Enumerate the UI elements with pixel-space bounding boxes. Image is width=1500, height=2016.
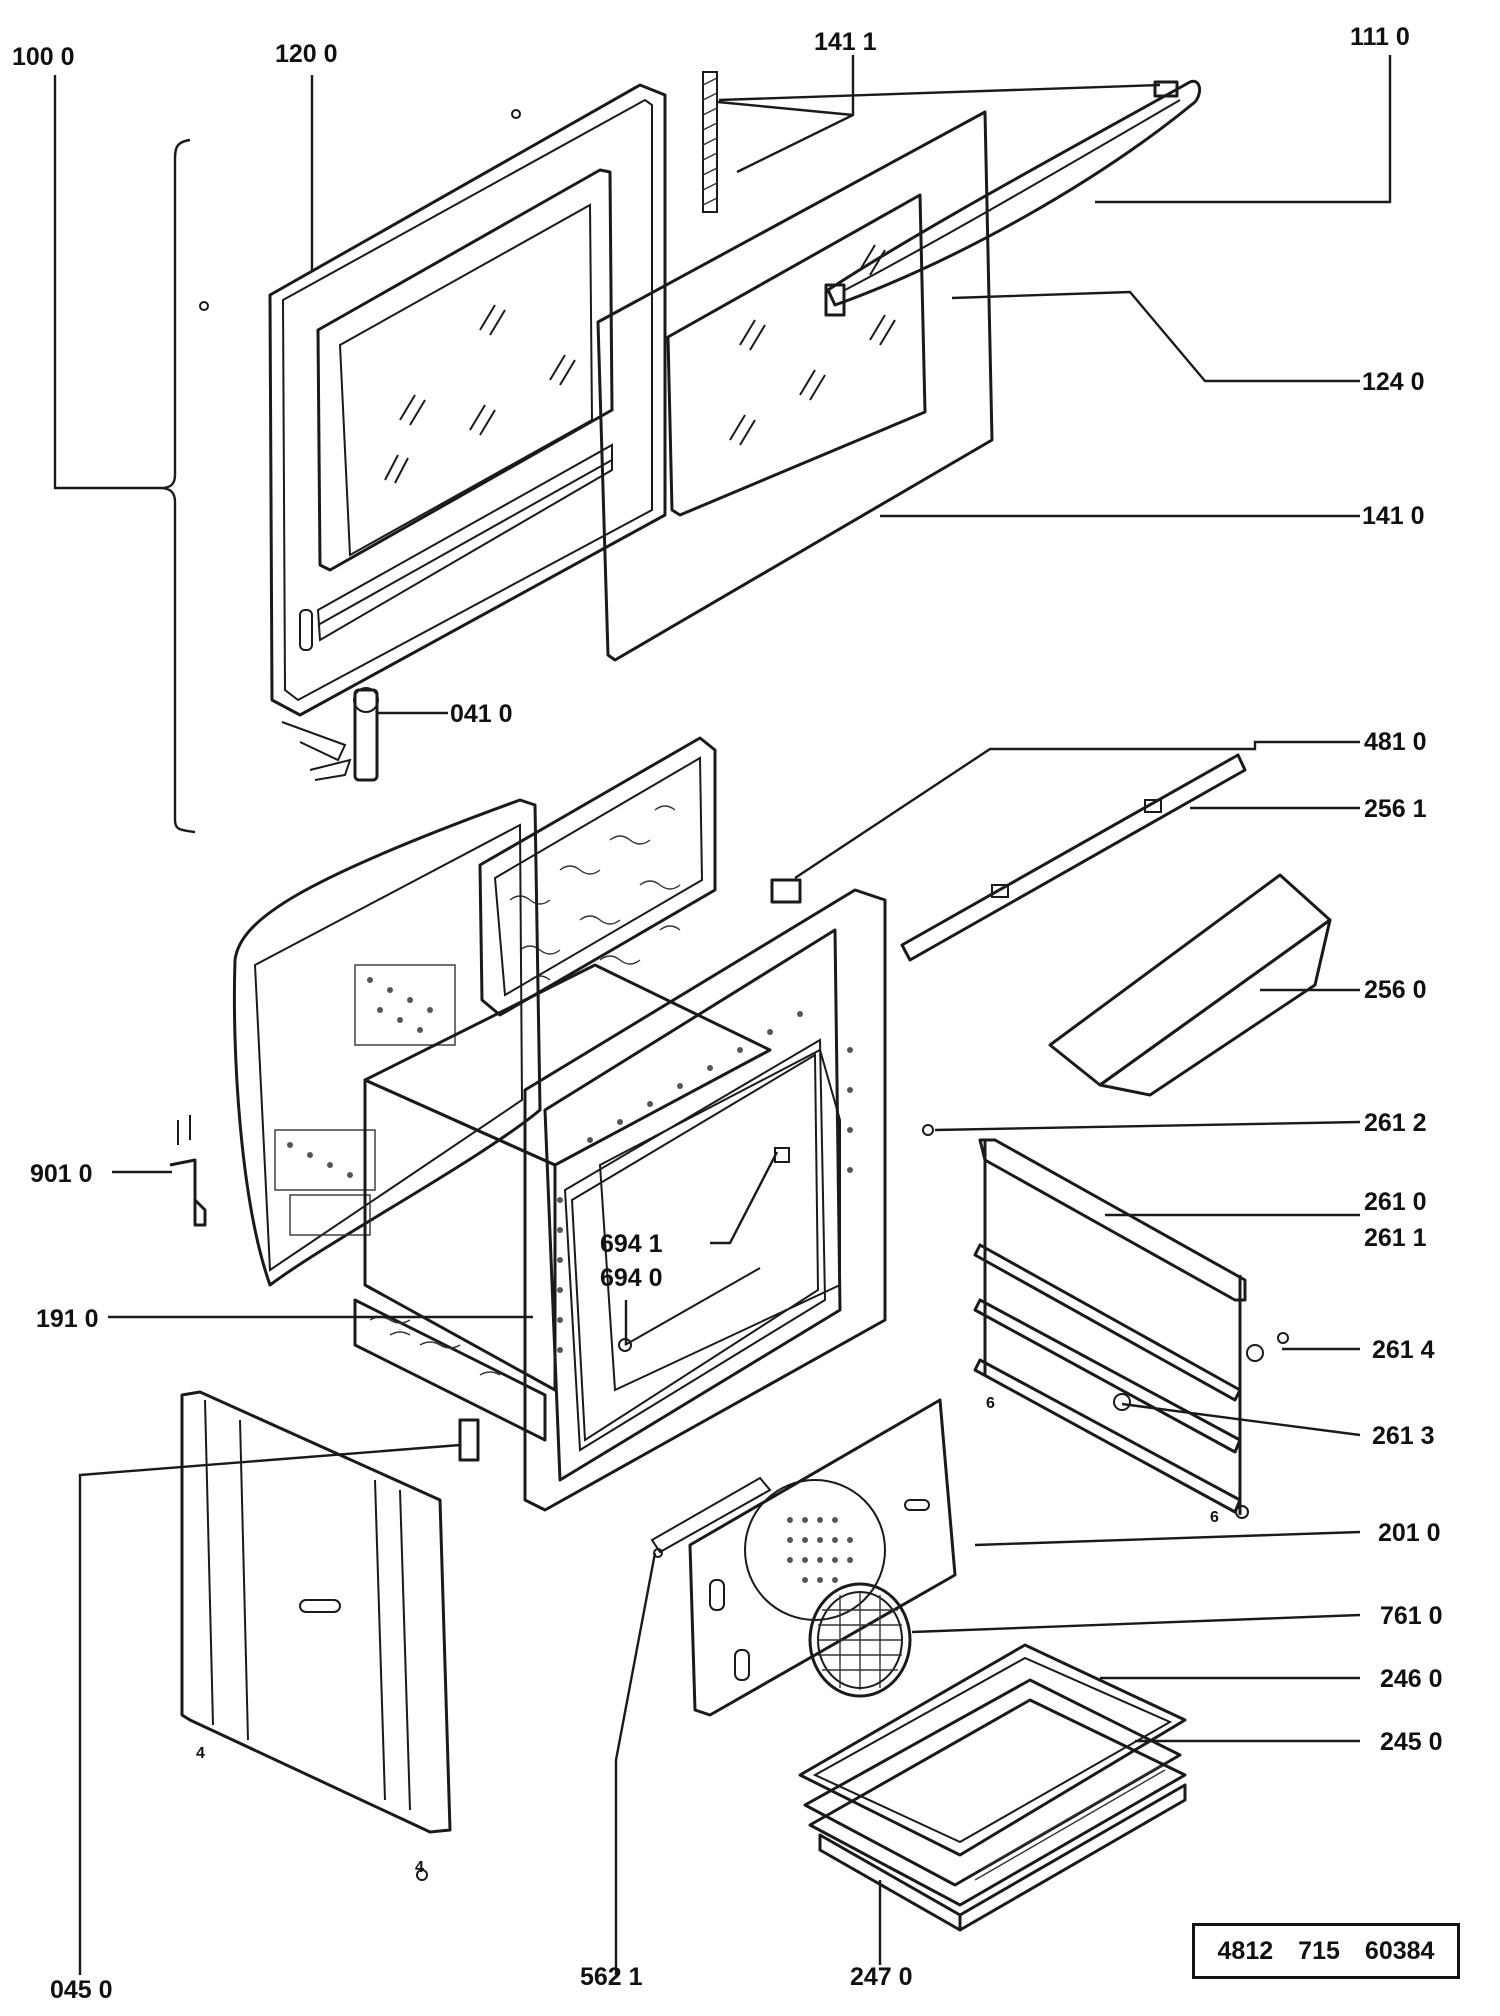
nut-mark-a: 6: [986, 1395, 995, 1412]
gasket-strip-part: [702, 71, 718, 213]
door-handle-part: [824, 79, 1202, 317]
docnum-part-2: 715: [1298, 1936, 1340, 1965]
top-rail-part: [770, 753, 1247, 962]
label-191-0: 191 0: [36, 1305, 99, 1333]
group-bracket: [159, 138, 196, 834]
screw-mark-a: 4: [196, 1745, 205, 1762]
label-562-1: 562 1: [580, 1963, 643, 1991]
docnum-part-1: 4812: [1217, 1936, 1274, 1965]
wire-grid-part: [798, 1643, 1187, 1857]
left-side-panel-part: [232, 798, 542, 1287]
bottom-insulation-part: [353, 1298, 547, 1442]
label-141-1: 141 1: [814, 28, 877, 56]
shelf-rack-part: [973, 1138, 1264, 1519]
label-100-0: 100 0: [12, 43, 75, 71]
small-marks: 4 4 6 6: [196, 1395, 1219, 1876]
label-245-0: 245 0: [1380, 1728, 1443, 1756]
label-481-0: 481 0: [1364, 728, 1427, 756]
label-141-0: 141 0: [1362, 502, 1425, 530]
door-frame-part: [268, 83, 667, 717]
label-120-0: 120 0: [275, 40, 338, 68]
label-261-4: 261 4: [1372, 1336, 1435, 1364]
inner-glass-panel-part: [596, 110, 994, 662]
label-261-2: 261 2: [1364, 1109, 1427, 1137]
screw-mark-b: 4: [415, 1859, 424, 1876]
oven-cavity-part: [363, 963, 841, 1392]
rear-panel-part: [180, 1390, 480, 1834]
leader-lines: [78, 55, 1392, 1975]
label-111-0: 111 0: [1350, 23, 1410, 51]
label-694-0: 694 0: [600, 1264, 663, 1292]
label-256-1: 256 1: [1364, 795, 1427, 823]
label-261-0: 261 0: [1364, 1188, 1427, 1216]
screws: [199, 109, 1289, 1881]
label-694-1: 694 1: [600, 1230, 663, 1258]
fan-filter-part: [808, 1582, 912, 1698]
fan-cover-part: [650, 1398, 957, 1717]
label-201-0: 201 0: [1378, 1519, 1441, 1547]
label-247-0: 247 0: [850, 1963, 913, 1991]
top-cover-plate-part: [1048, 873, 1332, 1097]
leader-100-0: [53, 75, 160, 490]
part-number-labels: 100 0 120 0 141 1 111 0 124 0 141 0 041 …: [12, 23, 1443, 2004]
label-041-0: 041 0: [450, 700, 513, 728]
label-246-0: 246 0: [1380, 1665, 1443, 1693]
label-261-1: 261 1: [1364, 1224, 1427, 1252]
front-frame-part: [523, 888, 887, 1512]
label-761-0: 761 0: [1380, 1602, 1443, 1630]
hinge-part: [281, 687, 379, 782]
docnum-part-3: 60384: [1364, 1936, 1435, 1965]
shelf-tray-part: [803, 1678, 1182, 1887]
bracket-part: [169, 1115, 207, 1227]
baking-pan-part: [808, 1698, 1187, 1932]
label-045-0: 045 0: [50, 1976, 113, 2004]
label-261-3: 261 3: [1372, 1422, 1435, 1450]
label-901-0: 901 0: [30, 1160, 93, 1188]
label-124-0: 124 0: [1362, 368, 1425, 396]
back-insulation-panel-part: [478, 736, 717, 1017]
label-256-0: 256 0: [1364, 976, 1427, 1004]
nut-mark-b: 6: [1210, 1509, 1219, 1526]
document-number-box: 4812 715 60384: [1192, 1923, 1460, 1979]
